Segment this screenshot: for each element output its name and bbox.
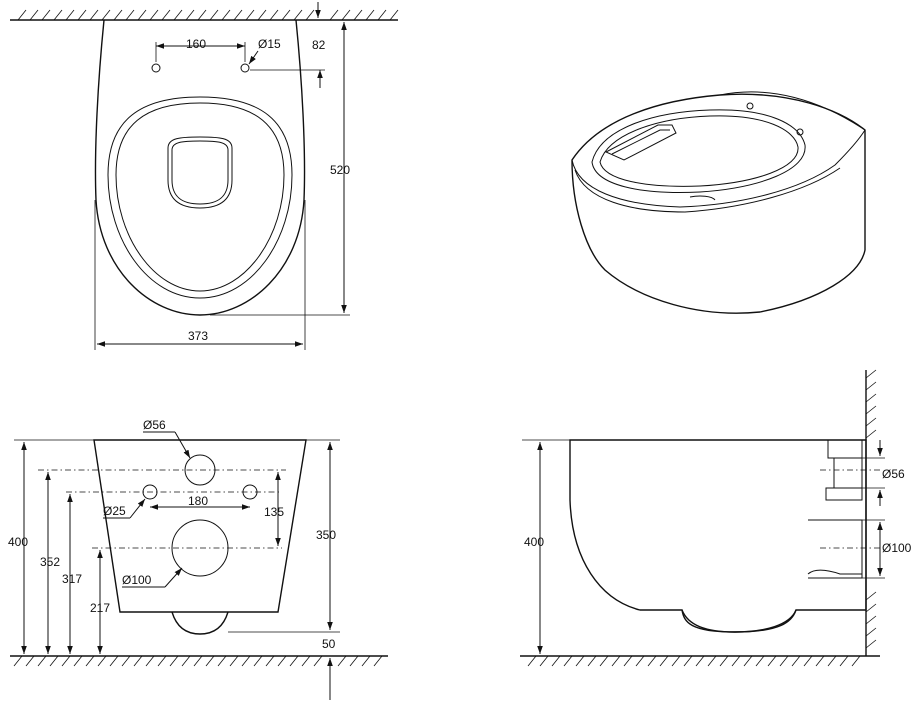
- side-floor-hatch: [527, 655, 861, 667]
- dim-bolt-spacing: 180: [188, 494, 208, 508]
- rim-outline: [107, 96, 293, 299]
- drain-opening: [167, 136, 233, 209]
- side-dim-outlet-diameter: Ø100: [882, 541, 912, 555]
- rim-inner-outline: [115, 102, 285, 292]
- dim-hole-diameter: Ø15: [258, 37, 281, 51]
- dim-outlet-diameter: Ø100: [122, 573, 152, 587]
- side-body: [569, 439, 867, 633]
- dim-overall-width: 373: [188, 329, 208, 343]
- dim-inlet-diameter: Ø56: [143, 418, 166, 432]
- side-view: Ø56 Ø100 400: [520, 369, 912, 667]
- drain-opening-inner: [171, 140, 229, 205]
- side-dim-height-total: 400: [524, 535, 544, 549]
- side-dim-inlet-diameter: Ø56: [882, 467, 905, 481]
- bowl-outline: [94, 19, 306, 316]
- dim-foot-height: 50: [322, 637, 336, 651]
- side-inlet-lower: [825, 487, 863, 501]
- perspective-rim-edge: [574, 167, 841, 213]
- dim-height-outlet: 217: [90, 601, 110, 615]
- perspective-rim-lower: [571, 129, 866, 208]
- dim-hole-offset: 82: [312, 38, 326, 52]
- dim-hole-spacing: 160: [186, 37, 206, 51]
- perspective-body: [571, 93, 866, 314]
- front-body: [93, 439, 307, 613]
- dim-height-inlet: 352: [40, 555, 60, 569]
- side-inlet-pipe: [833, 457, 863, 489]
- dim-height-total: 400: [8, 535, 28, 549]
- perspective-view: [571, 91, 866, 314]
- dim-height-bolt: 317: [62, 572, 82, 586]
- front-view: Ø56 Ø25 180 135 Ø100 400 352 317 217 350: [8, 418, 388, 700]
- perspective-hole-left: [746, 102, 754, 110]
- perspective-bowl-opening: [591, 109, 806, 193]
- perspective-bowl-inner: [599, 115, 799, 187]
- floor-hatch: [13, 655, 383, 667]
- top-view: 160 Ø15 82 520 373: [10, 2, 399, 350]
- perspective-flush-slot: [604, 124, 677, 161]
- side-inlet-flange: [827, 439, 863, 459]
- dim-bowl-height: 350: [316, 528, 336, 542]
- mounting-hole-left: [151, 63, 161, 73]
- wall-hatch: [17, 9, 399, 21]
- dim-bolt-diameter: Ø25: [103, 504, 126, 518]
- side-wall-hatch: [865, 369, 877, 649]
- dim-overall-length: 520: [330, 163, 350, 177]
- side-outlet: [808, 519, 863, 579]
- side-foot: [681, 609, 797, 633]
- mounting-hole-right: [240, 63, 250, 73]
- perspective-hole-right: [796, 128, 804, 136]
- dim-vertical-distance: 135: [264, 505, 284, 519]
- front-foot: [171, 611, 229, 635]
